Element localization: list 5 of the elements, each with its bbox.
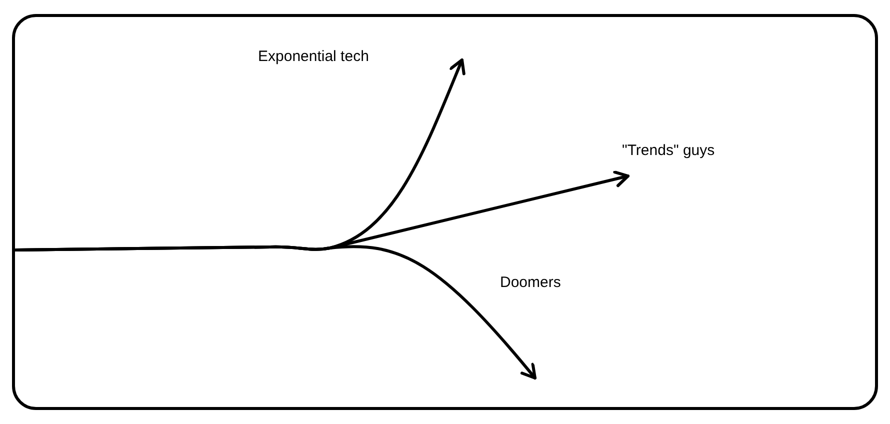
- branch-label: "Trends" guys: [620, 140, 717, 162]
- branch-label: Doomers: [498, 272, 563, 294]
- branch-label: Exponential tech: [256, 46, 371, 68]
- frame-box: [12, 14, 878, 410]
- arrow: [14, 245, 536, 380]
